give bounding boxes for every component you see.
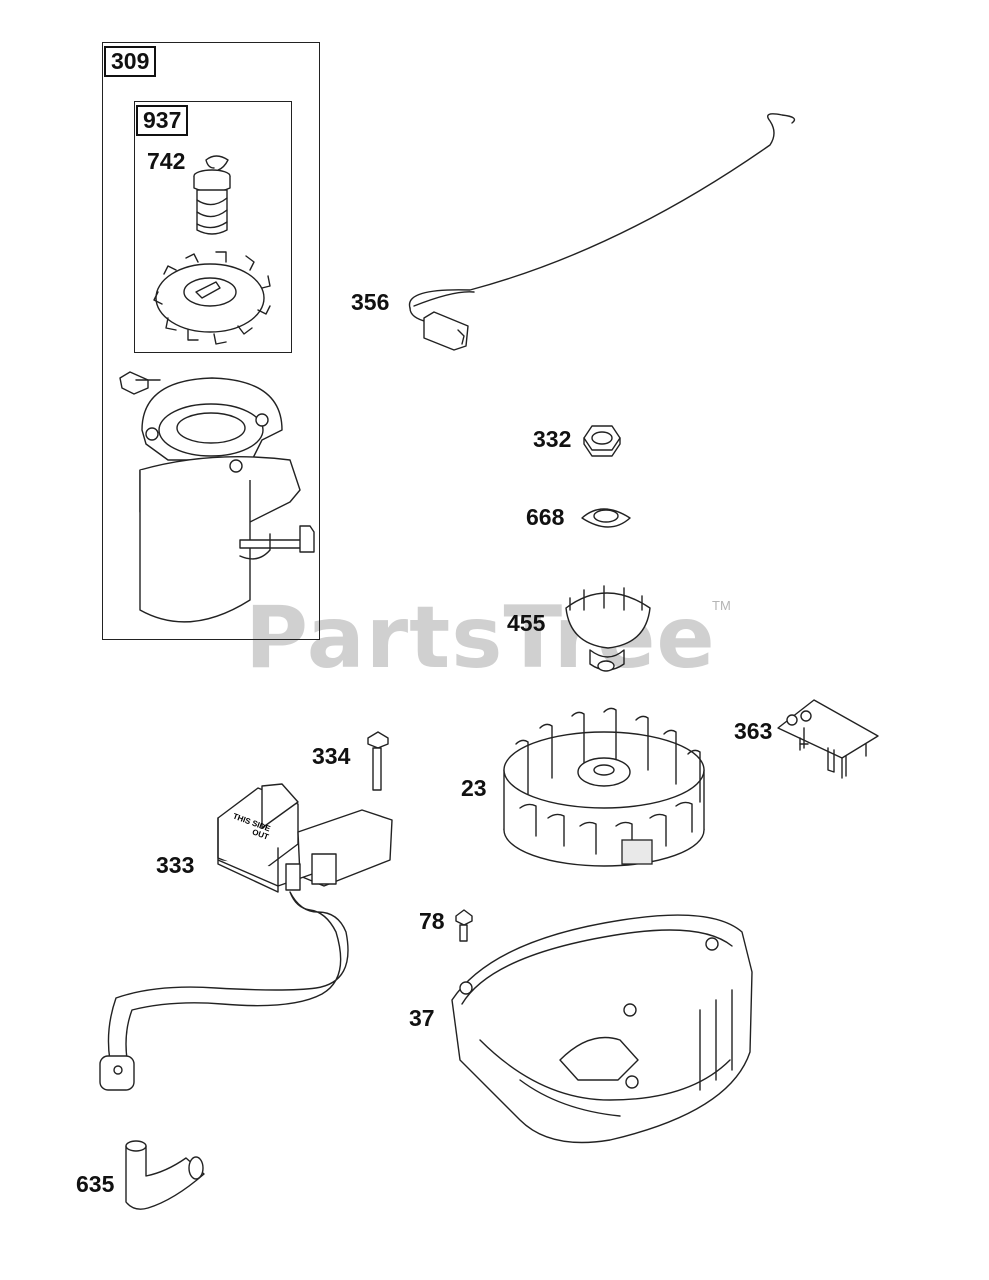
callout-455[interactable]: 455 xyxy=(507,610,546,636)
callout-37[interactable]: 37 xyxy=(409,1005,435,1031)
part-937-gear[interactable] xyxy=(153,251,271,345)
part-356-ground-wire[interactable] xyxy=(408,113,796,351)
part-333-ignition-armature[interactable] xyxy=(99,783,393,1091)
callout-635[interactable]: 635 xyxy=(76,1171,115,1197)
callout-363[interactable]: 363 xyxy=(734,718,773,744)
part-78-bolt[interactable] xyxy=(455,909,473,942)
callout-78[interactable]: 78 xyxy=(419,908,445,934)
part-23-flywheel[interactable] xyxy=(503,707,705,867)
callout-334[interactable]: 334 xyxy=(312,743,351,769)
callout-668[interactable]: 668 xyxy=(526,504,565,530)
callout-332[interactable]: 332 xyxy=(533,426,572,452)
part-363-bracket[interactable] xyxy=(777,699,879,779)
assembly-937-frame xyxy=(134,101,292,353)
callout-23[interactable]: 23 xyxy=(461,775,487,801)
part-332-flywheel-nut[interactable] xyxy=(583,425,621,457)
callout-742[interactable]: 742 xyxy=(147,148,186,174)
callout-333[interactable]: 333 xyxy=(156,852,195,878)
part-37-blower-housing[interactable] xyxy=(451,914,753,1144)
part-668-washer[interactable] xyxy=(581,508,631,528)
callout-356[interactable]: 356 xyxy=(351,289,390,315)
assembly-309-label[interactable]: 309 xyxy=(104,46,157,77)
trademark-mark: TM xyxy=(712,598,731,613)
part-334-bolt[interactable] xyxy=(367,731,389,791)
part-309-starter-motor[interactable] xyxy=(119,371,315,623)
part-742-retaining-ring[interactable] xyxy=(205,155,229,171)
part-455-starter-cup[interactable] xyxy=(565,585,651,672)
part-635-spark-plug-boot[interactable] xyxy=(125,1140,205,1210)
assembly-937-label[interactable]: 937 xyxy=(136,105,189,136)
part-937-drive-pinion[interactable] xyxy=(193,169,231,235)
assembly-309-frame xyxy=(102,42,320,640)
